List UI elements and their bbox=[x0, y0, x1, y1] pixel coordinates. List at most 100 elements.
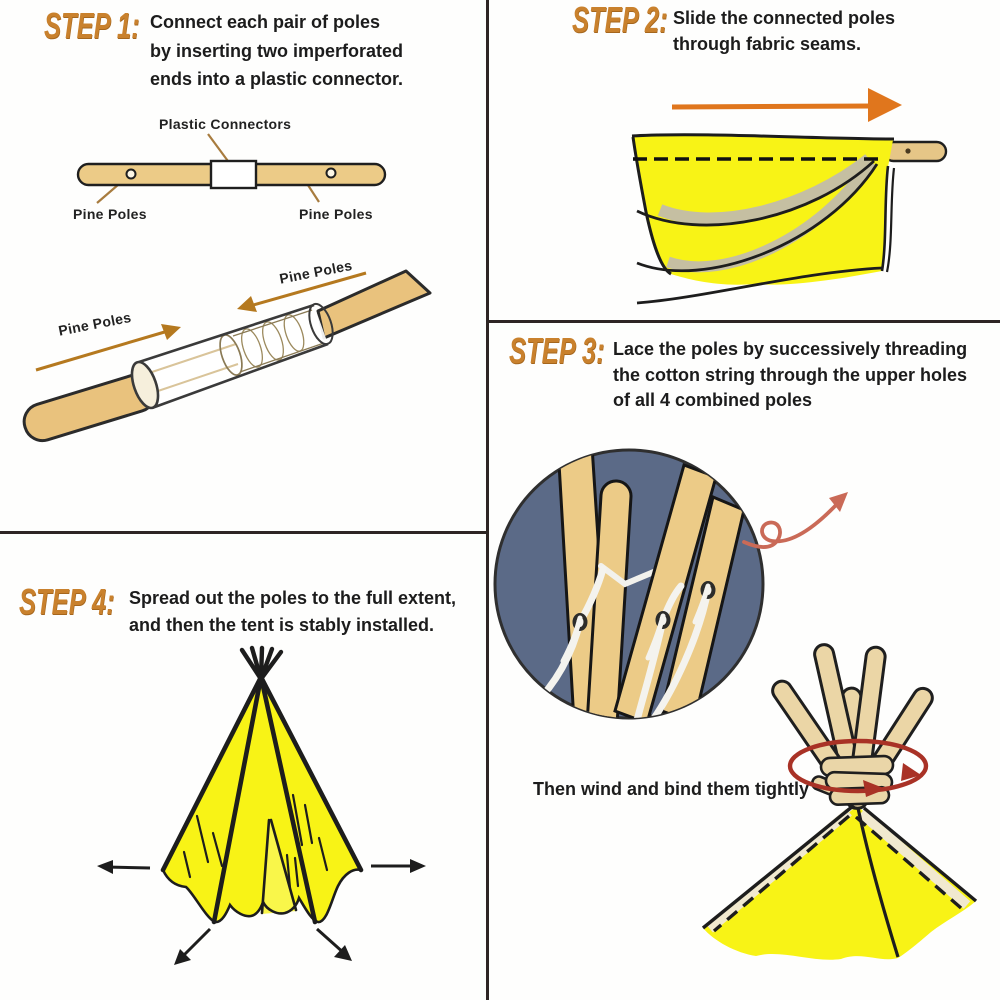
detail-line-14 bbox=[258, 649, 284, 682]
spread-arrow-bottom-left bbox=[174, 927, 212, 965]
pleat-shade-1 bbox=[657, 154, 873, 225]
spread-arrows bbox=[97, 859, 426, 965]
step3-label: STEP 3: bbox=[509, 330, 605, 371]
tent-bottom-edge bbox=[161, 868, 362, 924]
step1-text-line3: ends into a plastic connector. bbox=[150, 69, 404, 89]
divider-left-horizontal bbox=[0, 531, 487, 534]
detail-line-18 bbox=[258, 674, 364, 873]
detail-line-20 bbox=[211, 831, 224, 868]
detail-g-3 bbox=[560, 583, 711, 664]
detail-line-27 bbox=[105, 865, 151, 870]
tent-fabric bbox=[163, 677, 361, 923]
string-hang-3 bbox=[646, 586, 712, 718]
pole-hole-left bbox=[125, 168, 137, 180]
lace-hole-2 bbox=[655, 611, 671, 629]
detail-line-17 bbox=[258, 674, 318, 925]
fabric-seam-diagram bbox=[631, 88, 948, 305]
thread-direction-arrow bbox=[742, 492, 848, 550]
step3-text: Lace the poles by successively threading… bbox=[613, 337, 967, 414]
lace-hole-3 bbox=[700, 581, 716, 599]
divider-vertical bbox=[486, 0, 489, 1000]
lace-hole-1 bbox=[572, 613, 588, 631]
pine-poles-label-left: Pine Poles bbox=[73, 206, 147, 222]
step4-text-line1: Spread out the poles to the full extent, bbox=[129, 588, 457, 608]
detail-ellipse-3 bbox=[262, 321, 284, 361]
detail-line-3 bbox=[151, 343, 237, 373]
detail-polygon-6 bbox=[901, 763, 921, 781]
step1-text: Connect each pair of poles by inserting … bbox=[150, 8, 403, 94]
detail-line-23 bbox=[293, 856, 300, 888]
tent-door bbox=[261, 816, 297, 914]
detail-line-2 bbox=[249, 271, 367, 308]
protruding-pole bbox=[882, 140, 948, 163]
detail-line-30 bbox=[316, 927, 346, 956]
detail-circle-1 bbox=[905, 148, 911, 154]
detail-line-6 bbox=[239, 342, 325, 373]
detail-path-8 bbox=[269, 818, 298, 912]
tent-poles bbox=[160, 674, 364, 925]
step2-text-line1: Slide the connected poles bbox=[673, 8, 896, 28]
detail-polygon-4 bbox=[829, 492, 848, 512]
detail-g-2 bbox=[520, 450, 746, 718]
detail-line-4 bbox=[154, 363, 239, 393]
wind-and-bind-diagram bbox=[701, 643, 978, 960]
detail-polygon-5 bbox=[863, 780, 886, 797]
cone-left-seam bbox=[712, 814, 851, 933]
detail-line-9 bbox=[671, 103, 875, 110]
slide-arrow bbox=[671, 88, 902, 122]
connected-poles-diagram bbox=[76, 133, 387, 204]
detail-line-21 bbox=[182, 850, 192, 879]
divider-right-horizontal bbox=[487, 320, 1000, 323]
detail-line-24 bbox=[291, 793, 304, 847]
cone-left-strip bbox=[707, 808, 852, 933]
pole-hole-right bbox=[325, 167, 337, 179]
detail-line-7 bbox=[138, 303, 315, 364]
step4-text: Spread out the poles to the full extent,… bbox=[129, 585, 456, 639]
bind-cone-fabric bbox=[703, 806, 976, 960]
pole-insertion-diagram bbox=[22, 269, 432, 443]
cone-right-seam bbox=[854, 815, 963, 910]
step3-text-line3: of all 4 combined poles bbox=[613, 390, 813, 411]
bind-note: Then wind and bind them tightly bbox=[533, 779, 809, 799]
detail-path-3 bbox=[560, 615, 583, 664]
pleat-shade-2 bbox=[666, 158, 876, 273]
fold-curve-3 bbox=[636, 266, 883, 305]
tent-spread-diagram bbox=[97, 645, 426, 965]
detail-ellipse-5 bbox=[130, 360, 160, 410]
step3-text-line1: Lace the poles by successively threading bbox=[613, 339, 968, 359]
fabric-right-edge-2 bbox=[885, 167, 896, 273]
step2-label: STEP 2: bbox=[572, 0, 668, 40]
detail-line-8 bbox=[151, 342, 329, 410]
detail-rect-3 bbox=[586, 479, 633, 718]
detail-polygon-3 bbox=[868, 88, 902, 122]
tent-fold-lines bbox=[182, 793, 329, 890]
wind-direction-arrow bbox=[787, 738, 929, 797]
detail-path-4 bbox=[645, 613, 666, 661]
detail-polygon-10 bbox=[334, 945, 352, 961]
fabric-right-edge bbox=[880, 165, 890, 272]
detail-line-16 bbox=[211, 674, 264, 925]
laced-pole-2 bbox=[586, 479, 633, 718]
spread-arrow-bottom-right bbox=[316, 927, 352, 961]
detail-path-7 bbox=[260, 818, 271, 915]
detail-path-6 bbox=[742, 502, 839, 550]
lace-holes bbox=[572, 581, 716, 631]
insert-arrow-left bbox=[35, 324, 181, 372]
step4-label: STEP 4: bbox=[19, 581, 115, 622]
detail-polygon-9 bbox=[174, 949, 191, 965]
step2-text: Slide the connected poles through fabric… bbox=[673, 5, 895, 57]
spread-arrow-left bbox=[97, 860, 151, 874]
detail-line-19 bbox=[195, 814, 210, 864]
transparent-connector bbox=[130, 302, 334, 410]
plastic-connectors-label: Plastic Connectors bbox=[159, 116, 292, 132]
fold-curve-1 bbox=[636, 159, 875, 227]
step4-text-line2: and then the tent is stably installed. bbox=[129, 615, 435, 635]
detail-path-5 bbox=[692, 583, 711, 625]
pine-poles-label-right: Pine Poles bbox=[299, 206, 373, 222]
step1-text-line2: by inserting two imperforated bbox=[150, 40, 404, 61]
detail-line-22 bbox=[285, 853, 292, 890]
detail-line-5 bbox=[232, 309, 313, 337]
detail-ellipse-7 bbox=[787, 738, 929, 794]
detail-line-15 bbox=[160, 674, 264, 873]
